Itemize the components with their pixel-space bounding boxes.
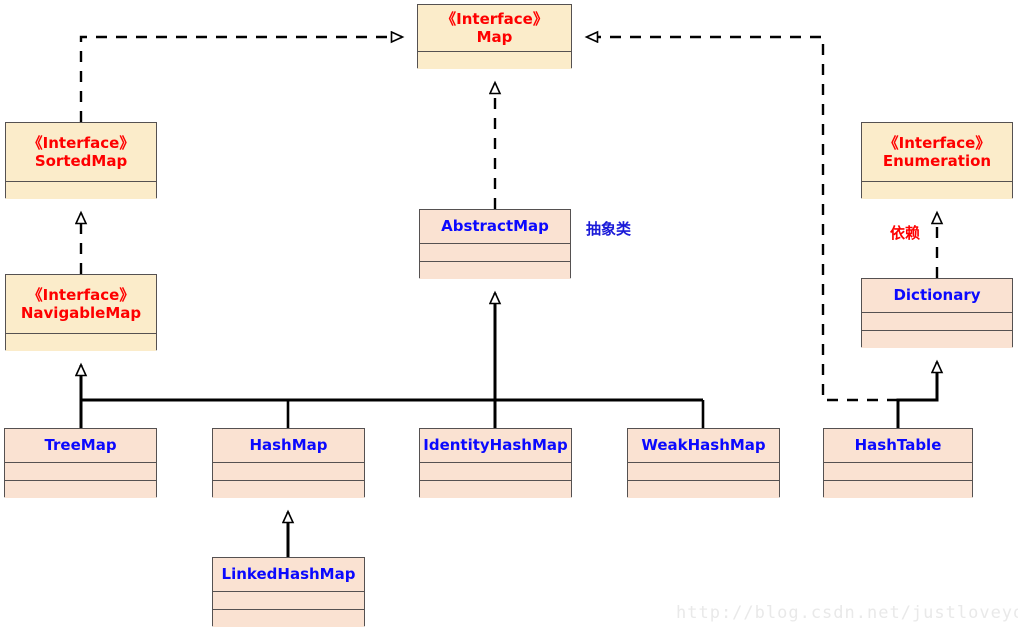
- node-name-sortedmap: SortedMap: [34, 151, 128, 170]
- note-dependency: 依赖: [890, 224, 921, 242]
- stereotype-label: 《Interface》: [883, 133, 991, 152]
- node-name-dictionary: Dictionary: [893, 286, 981, 304]
- node-header-navigablemap: 《Interface》NavigableMap: [6, 275, 156, 333]
- uml-node-map[interactable]: 《Interface》Map: [417, 4, 572, 69]
- edge-sortedmap-to-map: [79, 37, 402, 122]
- node-header-treemap: TreeMap: [5, 429, 156, 462]
- node-name-identityhashmap: IdentityHashMap: [423, 436, 568, 454]
- node-header-enumeration: 《Interface》Enumeration: [862, 123, 1012, 181]
- node-name-hashtable: HashTable: [854, 436, 942, 454]
- note-abstract: 抽象类: [586, 220, 632, 238]
- node-compartment-attributes: [862, 312, 1012, 330]
- node-header-sortedmap: 《Interface》SortedMap: [6, 123, 156, 181]
- node-compartment-attributes: [628, 462, 779, 480]
- node-compartment-operations: [5, 480, 156, 498]
- node-compartment-operations: [420, 480, 571, 498]
- node-name-navigablemap: NavigableMap: [20, 303, 142, 322]
- node-name-hashmap: HashMap: [249, 436, 328, 454]
- uml-node-navigablemap[interactable]: 《Interface》NavigableMap: [5, 274, 157, 351]
- uml-node-enumeration[interactable]: 《Interface》Enumeration: [861, 122, 1013, 199]
- node-header-dictionary: Dictionary: [862, 279, 1012, 312]
- uml-node-weakhashmap[interactable]: WeakHashMap: [627, 428, 780, 498]
- node-name-enumeration: Enumeration: [882, 151, 992, 170]
- node-compartment-operations: [420, 261, 570, 279]
- node-name-treemap: TreeMap: [44, 436, 117, 454]
- node-compartment-operations: [628, 480, 779, 498]
- uml-node-dictionary[interactable]: Dictionary: [861, 278, 1013, 348]
- node-compartment-attributes: [6, 181, 156, 199]
- uml-node-identityhashmap[interactable]: IdentityHashMap: [419, 428, 572, 498]
- node-compartment-attributes: [418, 51, 571, 69]
- node-compartment-operations: [862, 330, 1012, 348]
- node-name-map: Map: [476, 27, 513, 46]
- edge-hashtable-to-map: [587, 37, 898, 402]
- stereotype-label: 《Interface》: [27, 133, 135, 152]
- edge-hashtable-to-dictionary: [896, 362, 937, 428]
- stereotype-label: 《Interface》: [441, 9, 548, 28]
- watermark: http://blog.csdn.net/justloveyou_: [676, 603, 1018, 623]
- node-compartment-attributes: [6, 333, 156, 351]
- node-compartment-attributes: [5, 462, 156, 480]
- node-compartment-operations: [213, 609, 364, 627]
- node-compartment-attributes: [862, 181, 1012, 199]
- uml-node-sortedmap[interactable]: 《Interface》SortedMap: [5, 122, 157, 199]
- node-header-abstractmap: AbstractMap: [420, 210, 570, 243]
- stereotype-label: 《Interface》: [27, 285, 135, 304]
- node-name-linkedhashmap: LinkedHashMap: [221, 565, 356, 583]
- node-compartment-attributes: [420, 243, 570, 261]
- uml-node-hashmap[interactable]: HashMap: [212, 428, 365, 498]
- node-compartment-attributes: [420, 462, 571, 480]
- node-compartment-attributes: [213, 591, 364, 609]
- uml-node-hashtable[interactable]: HashTable: [823, 428, 973, 498]
- node-compartment-operations: [824, 480, 972, 498]
- node-header-hashmap: HashMap: [213, 429, 364, 462]
- node-compartment-operations: [213, 480, 364, 498]
- node-header-identityhashmap: IdentityHashMap: [420, 429, 571, 462]
- node-name-weakhashmap: WeakHashMap: [641, 436, 766, 454]
- node-header-linkedhashmap: LinkedHashMap: [213, 558, 364, 591]
- node-header-map: 《Interface》Map: [418, 5, 571, 51]
- uml-node-treemap[interactable]: TreeMap: [4, 428, 157, 498]
- node-header-hashtable: HashTable: [824, 429, 972, 462]
- uml-node-abstractmap[interactable]: AbstractMap: [419, 209, 571, 279]
- node-header-weakhashmap: WeakHashMap: [628, 429, 779, 462]
- uml-node-linkedhashmap[interactable]: LinkedHashMap: [212, 557, 365, 627]
- edge-inheritance-bus-abstractmap: [81, 293, 705, 428]
- node-name-abstractmap: AbstractMap: [441, 217, 549, 235]
- node-compartment-attributes: [213, 462, 364, 480]
- node-compartment-attributes: [824, 462, 972, 480]
